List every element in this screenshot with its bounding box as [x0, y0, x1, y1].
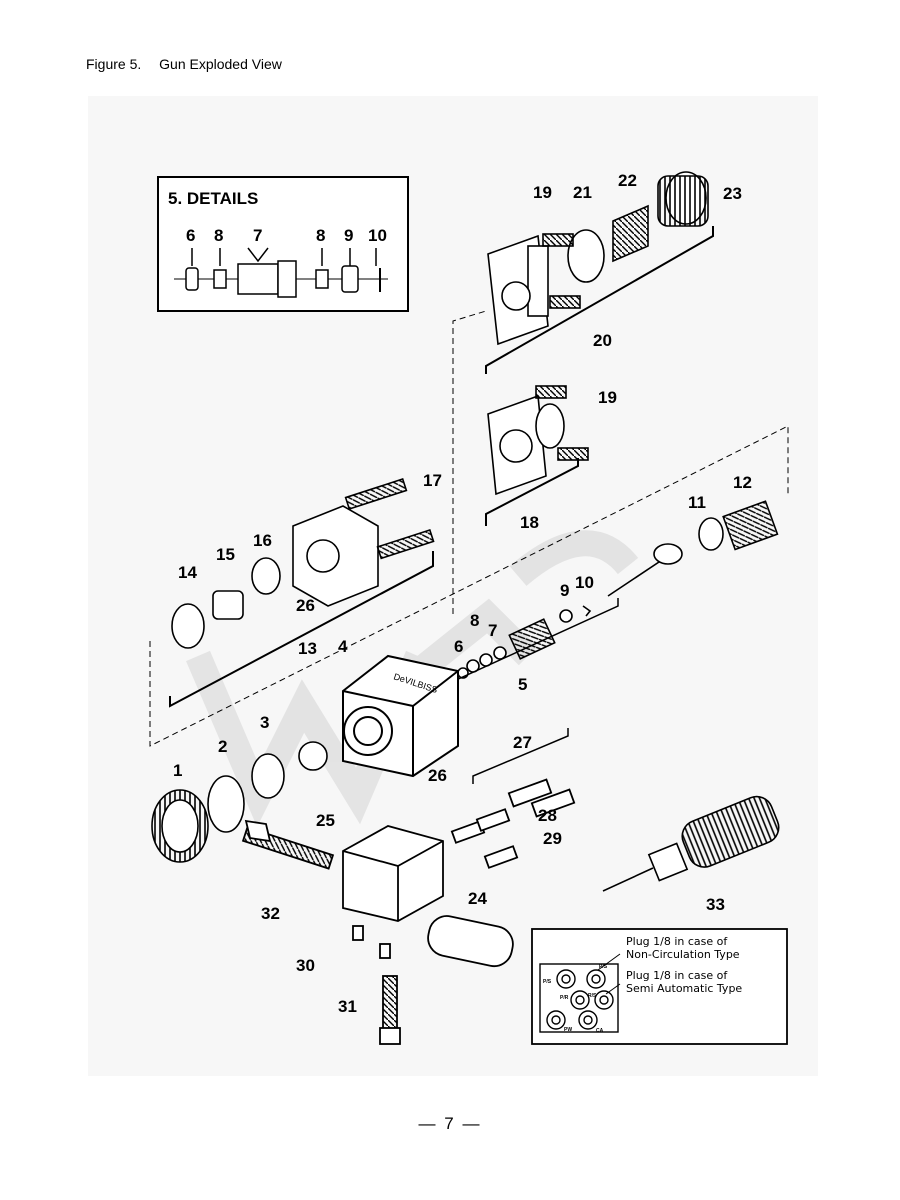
callout-19-top: 19	[533, 183, 552, 202]
callout-18: 18	[520, 513, 539, 532]
tool-33	[602, 795, 780, 892]
details-title: 5. DETAILS	[168, 189, 258, 208]
callout-22: 22	[618, 171, 637, 190]
callout-32: 32	[261, 904, 280, 923]
callout-1: 1	[173, 761, 182, 780]
needle-cap-assembly	[487, 171, 709, 346]
callout-12: 12	[733, 473, 752, 492]
callout-23: 23	[723, 184, 742, 203]
callout-17: 17	[423, 471, 442, 490]
needle-assembly	[607, 500, 779, 597]
port-label-ps1: P/S	[543, 979, 552, 985]
callout-25: 25	[316, 811, 335, 830]
note-non-circulation-line1: Plug 1/8 in case of	[626, 935, 728, 948]
figure-caption: Figure 5. Gun Exploded View	[86, 56, 282, 72]
flange-assembly	[487, 385, 589, 496]
callout-29: 29	[543, 829, 562, 848]
callout-16: 16	[253, 531, 272, 550]
left-housing-assembly	[171, 478, 435, 649]
details-label-8b: 8	[316, 226, 325, 245]
callout-5: 5	[518, 675, 527, 694]
callout-15: 15	[216, 545, 235, 564]
port-label-ca: CA	[596, 1028, 604, 1034]
callout-2: 2	[218, 737, 227, 756]
callout-31: 31	[338, 997, 357, 1016]
front-cap-assembly	[151, 741, 328, 863]
note-semi-automatic-line2: Semi Automatic Type	[626, 982, 742, 995]
callout-24: 24	[468, 889, 487, 908]
callout-9: 9	[560, 581, 569, 600]
details-label-8a: 8	[214, 226, 223, 245]
callout-26-right: 26	[428, 766, 447, 785]
manifold-assembly	[241, 778, 576, 1045]
note-non-circulation-line2: Non-Circulation Type	[626, 948, 740, 961]
exploded-view-svg: 5. DETAILS 6 8 7 8 9 10 19 21 22 23 20	[88, 96, 818, 1076]
port-label-pw: PW	[564, 1027, 572, 1033]
guide-lines	[149, 310, 789, 747]
callout-33: 33	[706, 895, 725, 914]
port-label-pr: P/R	[560, 995, 569, 1001]
callout-28: 28	[538, 806, 557, 825]
details-box: 5. DETAILS 6 8 7 8 9 10	[157, 176, 409, 312]
exploded-view-diagram: 5. DETAILS 6 8 7 8 9 10 19 21 22 23 20	[88, 96, 818, 1076]
callout-13: 13	[298, 639, 317, 658]
note-semi-automatic-line1: Plug 1/8 in case of	[626, 969, 728, 982]
callout-11: 11	[688, 493, 706, 512]
page-number: — 7 —	[418, 1114, 482, 1133]
details-label-10: 10	[368, 226, 387, 245]
seal-parts-row	[457, 605, 592, 679]
callout-27: 27	[513, 733, 532, 752]
details-label-7: 7	[253, 226, 262, 245]
details-label-6: 6	[186, 226, 195, 245]
callout-4: 4	[338, 637, 348, 656]
callout-20: 20	[593, 331, 612, 350]
callout-6: 6	[454, 637, 463, 656]
figure-title: Gun Exploded View	[159, 56, 282, 72]
gun-body: DeVILBISS	[342, 654, 459, 778]
port-label-ps2: P/S	[599, 964, 608, 970]
callout-7: 7	[488, 621, 497, 640]
callout-19-mid: 19	[598, 388, 617, 407]
callout-26-left: 26	[296, 596, 315, 615]
callout-3: 3	[260, 713, 269, 732]
callout-30: 30	[296, 956, 315, 975]
callout-10: 10	[575, 573, 594, 592]
callout-14: 14	[178, 563, 197, 582]
callout-21: 21	[573, 183, 592, 202]
figure-number: Figure 5.	[86, 56, 142, 72]
callout-8: 8	[470, 611, 479, 630]
details-label-9: 9	[344, 226, 353, 245]
port-label-rs: R/S	[588, 993, 597, 999]
inset-box: P/S P/S P/R R/S PW CA Plug 1/8 in case o…	[531, 928, 788, 1045]
